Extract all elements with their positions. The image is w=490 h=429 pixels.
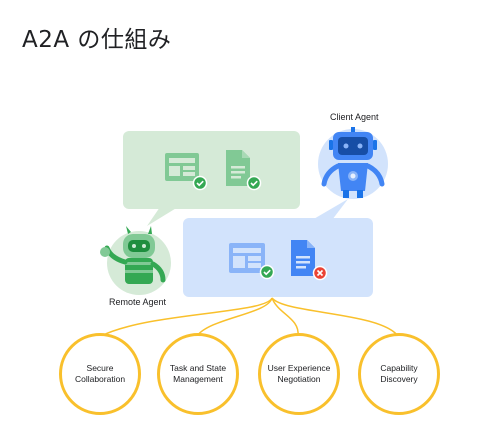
capability-label-line2: Negotiation [277,374,321,384]
capability-user-experience-negotiation: User Experience Negotiation [258,333,340,415]
remote-agent-label: Remote Agent [109,297,167,307]
green-layout-icon [165,153,199,181]
capability-label-line1: Secure [86,363,114,374]
capability-label-line2: Discovery [380,374,418,384]
client-agent-robot-icon [318,127,388,199]
check-icon [259,264,275,280]
page-title: A2A の仕組み [22,27,172,53]
capability-secure-collaboration: Secure Collaboration [59,333,141,415]
capability-label-line1: User Experience [267,363,331,374]
check-icon [246,175,262,191]
capability-connectors [100,297,399,337]
remote-agent-message-bubble [123,131,300,226]
capability-task-state-management: Task and State Management [157,333,239,415]
error-icon [312,265,328,281]
capability-label-line2: Management [173,374,223,384]
client-agent-label: Client Agent [330,112,379,122]
blue-layout-icon [229,243,265,273]
capability-label-line1: Capability [380,363,418,374]
capability-label-line2: Collaboration [74,374,126,384]
remote-agent-robot-icon [100,226,171,295]
blue-document-icon [291,240,315,276]
green-document-icon [226,150,250,186]
capability-discovery: Capability Discovery [358,333,440,415]
client-agent-message-bubble [183,199,373,297]
capability-label-line1: Task and State [169,363,227,374]
check-icon [192,175,208,191]
